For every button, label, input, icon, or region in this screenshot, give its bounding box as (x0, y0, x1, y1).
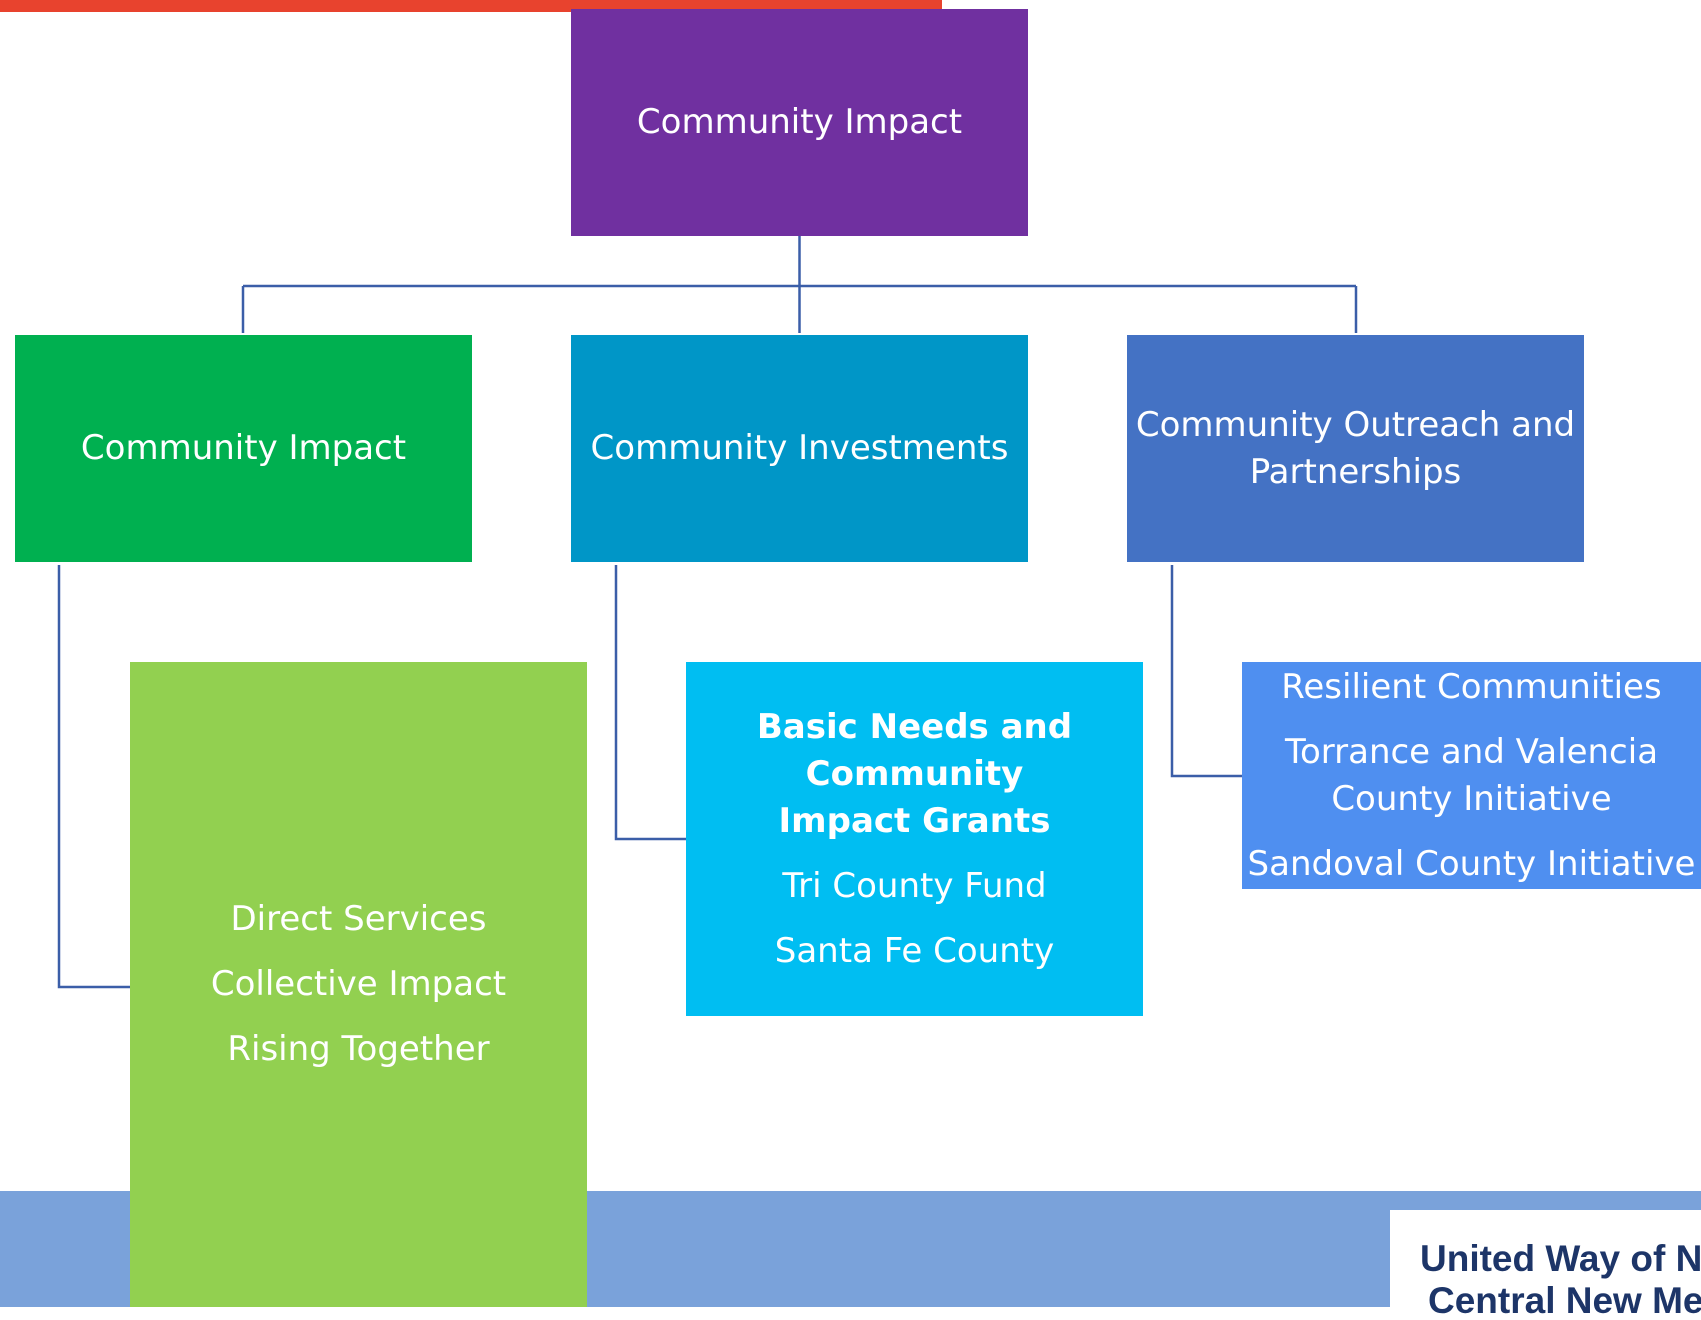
root-node-label: Community Impact (636, 102, 963, 142)
leaf-item: Torrance and Valencia County Initiative (1284, 731, 1659, 819)
leaf-item: Santa Fe County (774, 930, 1055, 971)
child-node-label: Community Outreach and Partnerships (1135, 404, 1576, 492)
child-node-community-impact: Community Impact (15, 335, 472, 562)
leaf-node-outreach-programs: Resilient Communities Torrance and Valen… (1242, 662, 1701, 889)
root-node-community-impact: Community Impact (571, 9, 1028, 236)
leaf-item: Resilient Communities (1281, 666, 1662, 707)
leaf-node-impact-programs: Direct Services Collective Impact Rising… (130, 662, 587, 1307)
child-node-label: Community Investments (590, 428, 1009, 468)
child-node-community-investments: Community Investments (571, 335, 1028, 562)
child-node-community-outreach: Community Outreach and Partnerships (1127, 335, 1584, 562)
leaf-item: Collective Impact (210, 964, 507, 1004)
leaf-item: Tri County Fund (782, 865, 1047, 906)
leaf-node-investment-programs: Basic Needs and Community Impact Grants … (686, 662, 1143, 1016)
connector-child-3-to-leaf (1170, 565, 1242, 778)
leaf-heading: Basic Needs and Community Impact Grants (756, 706, 1073, 841)
child-node-label: Community Impact (80, 428, 407, 468)
leaf-item: Sandoval County Initiative (1247, 843, 1696, 884)
connector-child-2-to-leaf (614, 565, 686, 841)
connector-child-1-to-leaf (57, 565, 130, 989)
logo-line-1: United Way of N (1420, 1238, 1701, 1279)
leaf-item: Rising Together (227, 1029, 490, 1069)
leaf-item: Direct Services (230, 899, 487, 939)
